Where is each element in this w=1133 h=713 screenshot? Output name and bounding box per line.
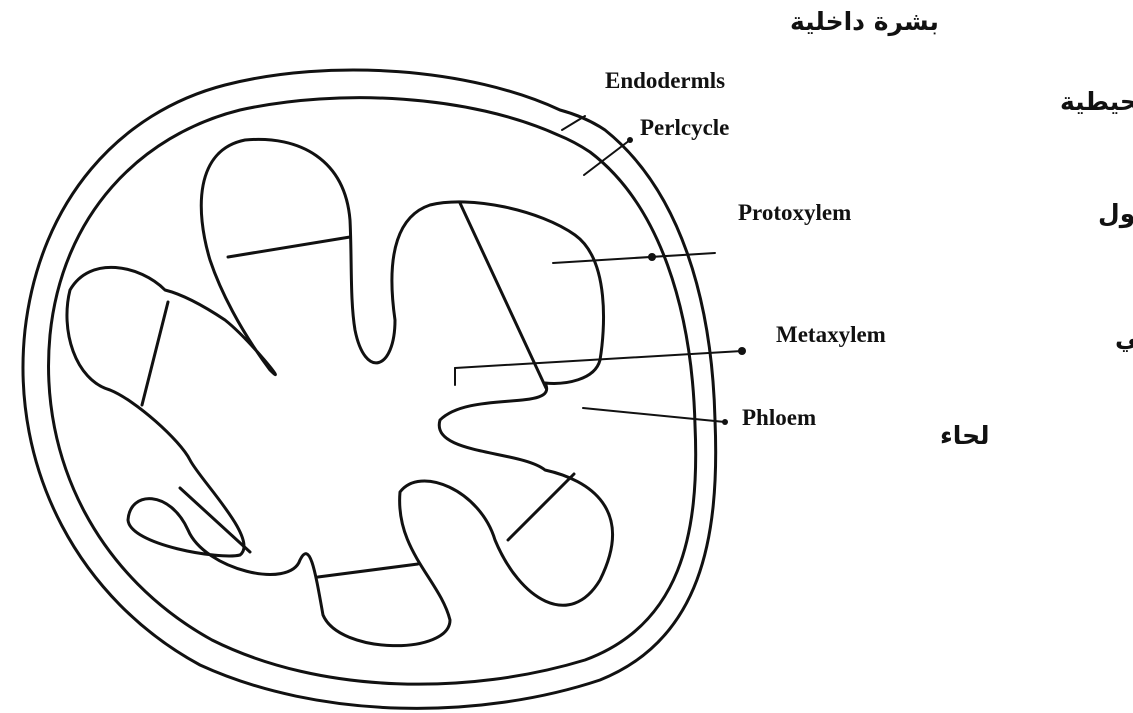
- xylem-phloem-boundary-4: [318, 564, 418, 577]
- leader-pericycle: [584, 140, 630, 175]
- label-protoxylem-ar: خشب أول: [1098, 197, 1133, 229]
- label-pericycle-en: Perlcycle: [640, 115, 729, 140]
- leader-pericycle-dot: [627, 137, 633, 143]
- label-endodermis-ar: بشرة داخلية: [790, 7, 939, 37]
- xylem-phloem-boundary-2: [142, 302, 168, 405]
- label-metaxylem-ar: خشب تالي: [1115, 323, 1133, 352]
- leader-endodermis: [562, 116, 585, 130]
- xylem-phloem-boundary-3: [180, 488, 250, 552]
- leader-protoxylem-dot: [648, 253, 656, 261]
- xylem-star-outline: [67, 139, 613, 645]
- leader-phloem: [583, 408, 725, 422]
- label-phloem-en: Phloem: [742, 405, 816, 430]
- label-endodermis-en: Endodermls: [605, 68, 725, 93]
- label-phloem-ar: لحاء: [940, 421, 990, 450]
- xylem-phloem-boundary-6: [460, 203, 546, 388]
- label-pericycle-ar: دائرة محيطية: [1060, 87, 1133, 117]
- leader-phloem-dot: [722, 419, 728, 425]
- leader-metaxylem-dot: [738, 347, 746, 355]
- xylem-phloem-boundary-1: [228, 237, 350, 257]
- label-metaxylem-en: Metaxylem: [776, 322, 886, 347]
- xylem-phloem-boundary-5: [508, 474, 574, 540]
- label-protoxylem-en: Protoxylem: [738, 200, 851, 225]
- endodermis-outline: [23, 70, 716, 708]
